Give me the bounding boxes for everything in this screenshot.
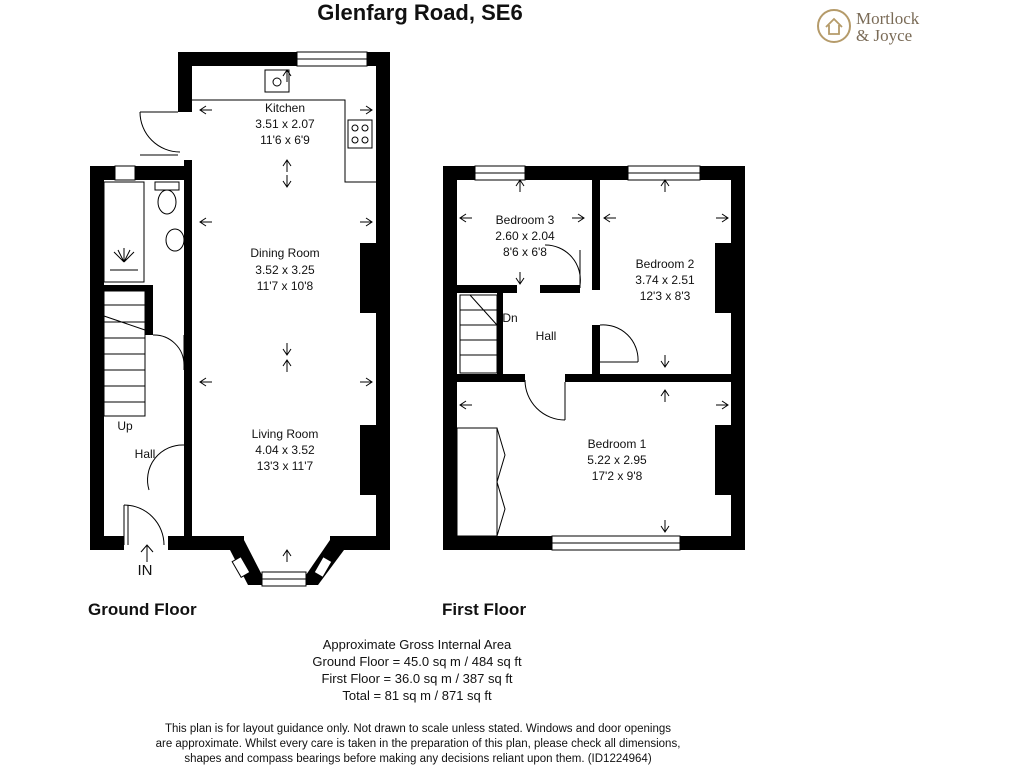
bedroom1-name: Bedroom 1 [588, 437, 647, 451]
page-title: Glenfarg Road, SE6 [317, 0, 523, 25]
bedroom2-imperial: 12'3 x 8'3 [640, 289, 691, 303]
kitchen-name: Kitchen [265, 101, 305, 115]
agent-logo: Mortlock & Joyce [816, 6, 966, 48]
ground-floor-plan [90, 51, 390, 587]
area-total: Total = 81 sq m / 871 sq ft [342, 688, 492, 703]
basin-icon [165, 228, 185, 252]
entrance-label: IN [138, 562, 153, 579]
area-heading: Approximate Gross Internal Area [322, 637, 512, 652]
house-logo-icon [817, 9, 851, 43]
disclaimer: This plan is for layout guidance only. N… [100, 722, 736, 767]
logo-line-2: & Joyce [856, 26, 913, 45]
area-ground: Ground Floor = 45.0 sq m / 484 sq ft [312, 654, 522, 669]
shower-icon [113, 248, 135, 263]
dining-name: Dining Room [250, 246, 319, 260]
bedroom3-imperial: 8'6 x 6'8 [503, 245, 547, 259]
down-label: Dn [502, 311, 517, 325]
disclaimer-line-3: shapes and compass bearings before makin… [184, 753, 652, 765]
dimension-markers [199, 69, 373, 562]
first-floor-room-labels: Bedroom 3 2.60 x 2.04 8'6 x 6'8 Bedroom … [495, 213, 695, 483]
sink-drain-icon [272, 77, 282, 87]
bedroom2-name: Bedroom 2 [636, 257, 695, 271]
ground-floor-fixtures [103, 69, 376, 562]
dining-metric: 3.52 x 3.25 [255, 263, 315, 277]
area-first: First Floor = 36.0 sq m / 387 sq ft [321, 671, 513, 686]
disclaimer-line-2: are approximate. Whilst every care is ta… [155, 738, 681, 750]
logo-text: Mortlock & Joyce [856, 10, 919, 44]
area-summary: Approximate Gross Internal Area Ground F… [220, 636, 614, 704]
living-metric: 4.04 x 3.52 [255, 443, 315, 457]
bedroom1-imperial: 17'2 x 9'8 [592, 469, 643, 483]
up-label: Up [117, 419, 133, 433]
first-hall-name: Hall [536, 329, 557, 343]
bedroom1-metric: 5.22 x 2.95 [587, 453, 647, 467]
kitchen-imperial: 11'6 x 6'9 [260, 133, 310, 147]
first-floor-fixtures [456, 179, 729, 537]
first-floor-plan [443, 165, 745, 551]
bedroom2-metric: 3.74 x 2.51 [635, 273, 695, 287]
living-imperial: 13'3 x 11'7 [257, 459, 314, 473]
kitchen-metric: 3.51 x 2.07 [255, 117, 315, 131]
living-name: Living Room [252, 427, 319, 441]
ground-hall-name: Hall [135, 447, 156, 461]
dining-imperial: 11'7 x 10'8 [257, 279, 314, 293]
entrance-arrow-icon [140, 544, 154, 562]
bedroom3-metric: 2.60 x 2.04 [495, 229, 555, 243]
toilet-cistern-icon [154, 181, 180, 191]
bedroom3-name: Bedroom 3 [496, 213, 555, 227]
sink-icon [264, 69, 290, 93]
hob-icon [347, 119, 373, 149]
first-floor-label: First Floor [442, 600, 527, 619]
toilet-icon [157, 189, 177, 215]
disclaimer-line-1: This plan is for layout guidance only. N… [164, 723, 672, 735]
ground-floor-room-labels: Kitchen 3.51 x 2.07 11'6 x 6'9 Dining Ro… [117, 101, 319, 579]
ground-floor-label: Ground Floor [88, 600, 197, 619]
first-floor-dimension-markers [459, 179, 729, 533]
logo-line-1: Mortlock [856, 9, 920, 28]
